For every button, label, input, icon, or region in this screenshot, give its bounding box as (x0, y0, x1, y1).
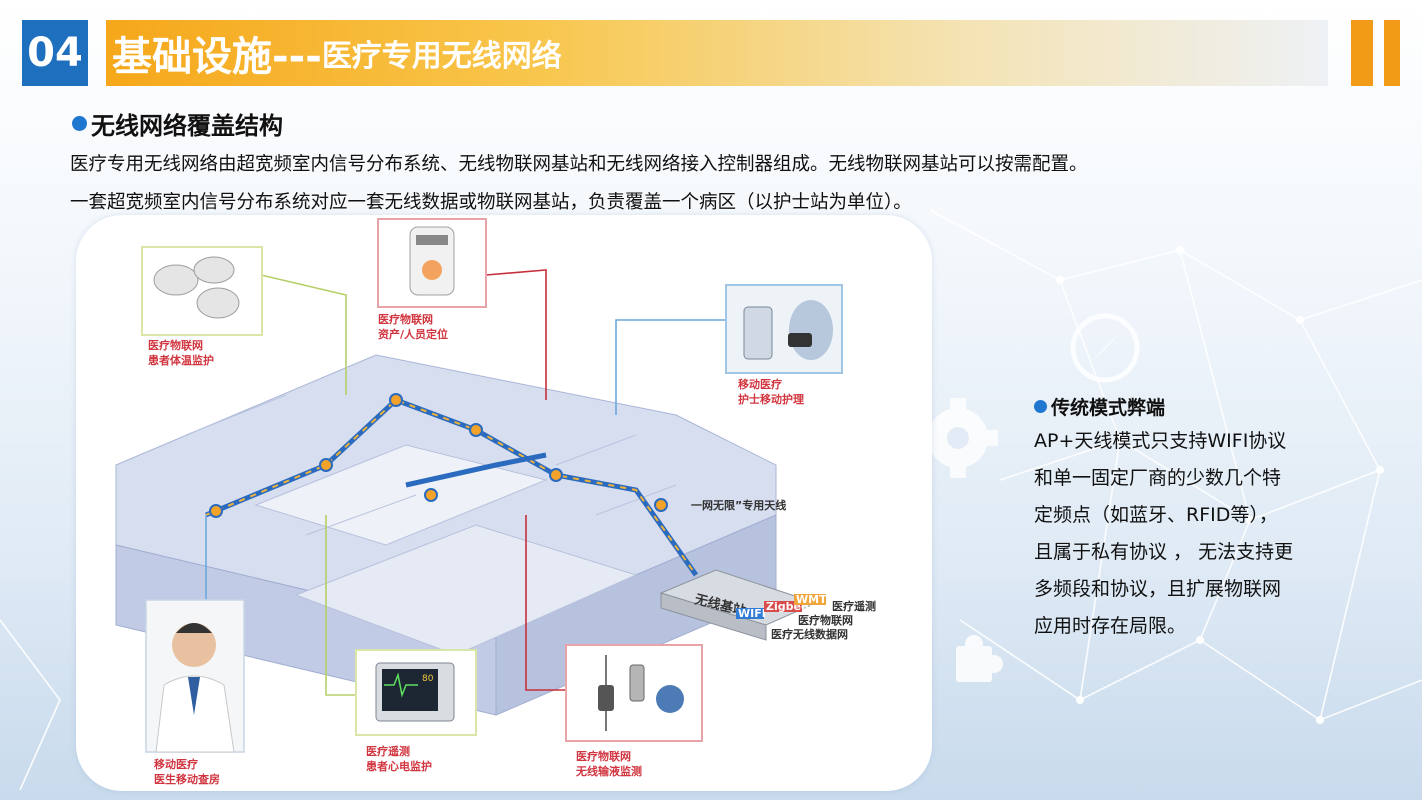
temp-label-1: 医疗物联网 (148, 338, 203, 352)
output-data-net: 医疗无线数据网 (771, 627, 848, 641)
drawbacks-line: 多频段和协议，且扩展物联网 (1034, 571, 1354, 608)
drawbacks-line: AP+天线模式只支持WIFI协议 (1034, 423, 1354, 460)
output-iot: 医疗物联网 (798, 613, 853, 627)
infusion-label-1: 医疗物联网 (576, 749, 631, 763)
drawbacks-line: 和单一固定厂商的少数几个特 (1034, 460, 1354, 497)
network-diagram: 无线基站 WIFI Zigbee/RFID WMTS 医疗遥测 医疗物联网 医疗… (76, 215, 932, 791)
drawbacks-text: AP+天线模式只支持WIFI协议 和单一固定厂商的少数几个特 定频点（如蓝牙、R… (1034, 423, 1354, 645)
drawbacks-heading: 传统模式弊端 (1034, 393, 1165, 420)
coverage-paragraph-1: 医疗专用无线网络由超宽频室内信号分布系统、无线物联网基站和无线网络接入控制器组成… (70, 150, 1088, 176)
antenna-label: 一网无限”专用天线 (691, 498, 786, 512)
doctor-label-1: 移动医疗 (154, 757, 198, 771)
tag-wifi: WIFI (738, 607, 766, 620)
drawbacks-line: 应用时存在局限。 (1034, 608, 1354, 645)
svg-text:80: 80 (422, 674, 434, 684)
section-subtitle: 医疗专用无线网络 (322, 31, 562, 75)
nurse-label-1: 移动医疗 (738, 377, 782, 391)
infusion-label-2: 无线输液监测 (575, 764, 642, 778)
nurse-label-2: 护士移动护理 (738, 392, 804, 406)
compass-icon (1073, 316, 1137, 380)
asset-label-2: 资产/人员定位 (378, 327, 448, 341)
coverage-heading: 无线网络覆盖结构 (72, 106, 283, 141)
bullet-dot-icon (72, 116, 87, 131)
ecg-label-1: 医疗遥测 (366, 744, 410, 758)
ecg-monitor-panel: 80 医疗遥测 患者心电监护 (356, 650, 476, 773)
doctor-label-2: 医生移动查房 (154, 772, 220, 786)
coverage-paragraph-2: 一套超宽频室内信号分布系统对应一套无线数据或物联网基站，负责覆盖一个病区（以护士… (70, 188, 912, 214)
temp-label-2: 患者体温监护 (148, 353, 214, 367)
drawbacks-line: 定频点（如蓝牙、RFID等）， (1034, 497, 1354, 534)
asset-tag-panel: 医疗物联网 资产/人员定位 (378, 219, 486, 341)
infusion-panel: 医疗物联网 无线输液监测 (566, 645, 702, 778)
decor-bar-left (1351, 20, 1373, 86)
doctor-panel: 移动医疗 医生移动查房 (146, 600, 244, 786)
drawbacks-heading-text: 传统模式弊端 (1051, 393, 1165, 420)
drawbacks-line: 且属于私有协议 ， 无法支持更 (1034, 534, 1354, 571)
temp-sensor-panel: 医疗物联网 患者体温监护 (142, 247, 262, 367)
nurse-mobile-panel: 移动医疗 护士移动护理 (726, 285, 842, 406)
section-title: 基础设施--- (112, 24, 322, 82)
puzzle-icon (956, 635, 1003, 682)
network-diagram-card: 无线基站 WIFI Zigbee/RFID WMTS 医疗遥测 医疗物联网 医疗… (76, 215, 932, 791)
decor-bar-right (1384, 20, 1400, 86)
section-number-badge: 04 (22, 20, 88, 86)
coverage-heading-text: 无线网络覆盖结构 (91, 106, 283, 141)
asset-label-1: 医疗物联网 (378, 312, 433, 326)
tag-wmts: WMTS (796, 593, 835, 606)
bullet-dot-icon (1034, 400, 1047, 413)
ecg-label-2: 患者心电监护 (366, 759, 432, 773)
output-telemetry: 医疗遥测 (832, 599, 876, 613)
section-title-bar: 基础设施--- 医疗专用无线网络 (106, 20, 1328, 86)
